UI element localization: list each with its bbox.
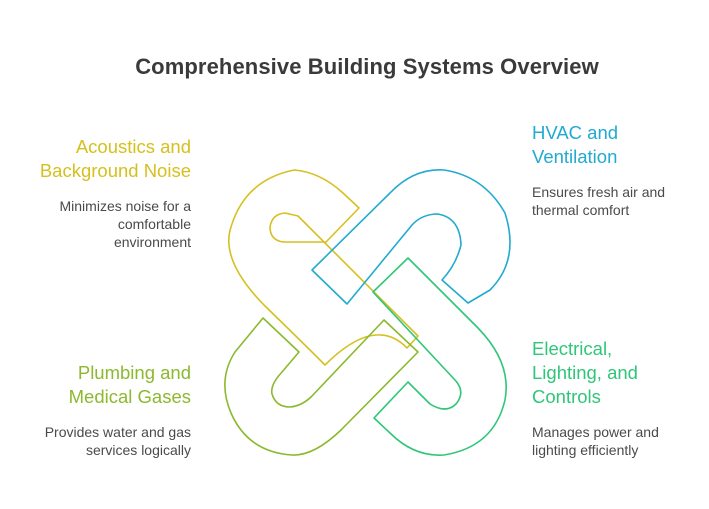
- acoustics-heading-line-1: Acoustics and: [75, 136, 191, 157]
- hvac-heading-line-1: HVAC and: [532, 122, 619, 143]
- electrical-heading: Electrical, Lighting, and Controls: [532, 337, 702, 409]
- hvac-link-shape: [311, 169, 511, 305]
- acoustics-link-shape: [228, 169, 419, 366]
- electrical-desc-line-2: lighting efficiently: [532, 442, 639, 458]
- plumbing-desc-line-1: Provides water and gas: [44, 424, 191, 440]
- electrical-link-shape: [372, 257, 507, 456]
- hvac-heading-line-2: Ventilation: [532, 146, 618, 167]
- electrical-block: Electrical, Lighting, and Controls Manag…: [532, 337, 702, 459]
- acoustics-heading: Acoustics and Background Noise: [10, 135, 191, 183]
- acoustics-desc-line-2: comfortable: [117, 216, 191, 232]
- acoustics-description: Minimizes noise for a comfortable enviro…: [10, 197, 192, 251]
- plumbing-desc-line-2: services logically: [85, 442, 191, 458]
- plumbing-heading: Plumbing and Medical Gases: [10, 361, 191, 409]
- electrical-desc-line-1: Manages power and: [532, 424, 659, 440]
- acoustics-heading-line-2: Background Noise: [39, 160, 191, 181]
- acoustics-desc-line-3: environment: [113, 234, 191, 250]
- plumbing-heading-line-1: Plumbing and: [77, 362, 191, 383]
- plumbing-block: Plumbing and Medical Gases Provides wate…: [10, 361, 191, 459]
- hvac-block: HVAC and Ventilation Ensures fresh air a…: [532, 121, 702, 219]
- hvac-desc-line-1: Ensures fresh air and: [532, 184, 666, 200]
- plumbing-description: Provides water and gas services logicall…: [10, 423, 191, 459]
- page-title: Comprehensive Building Systems Overview: [135, 54, 599, 79]
- electrical-heading-line-3: Controls: [532, 386, 601, 407]
- plumbing-heading-line-2: Medical Gases: [68, 386, 191, 407]
- acoustics-block: Acoustics and Background Noise Minimizes…: [10, 135, 191, 251]
- acoustics-desc-line-1: Minimizes noise for a: [59, 198, 192, 214]
- hvac-desc-line-2: thermal comfort: [532, 202, 630, 218]
- hvac-heading: HVAC and Ventilation: [532, 121, 702, 169]
- hvac-description: Ensures fresh air and thermal comfort: [532, 183, 702, 219]
- electrical-description: Manages power and lighting efficiently: [532, 423, 702, 459]
- electrical-heading-line-1: Electrical,: [532, 338, 613, 359]
- electrical-heading-line-2: Lighting, and: [532, 362, 638, 383]
- plumbing-link-shape: [224, 317, 419, 456]
